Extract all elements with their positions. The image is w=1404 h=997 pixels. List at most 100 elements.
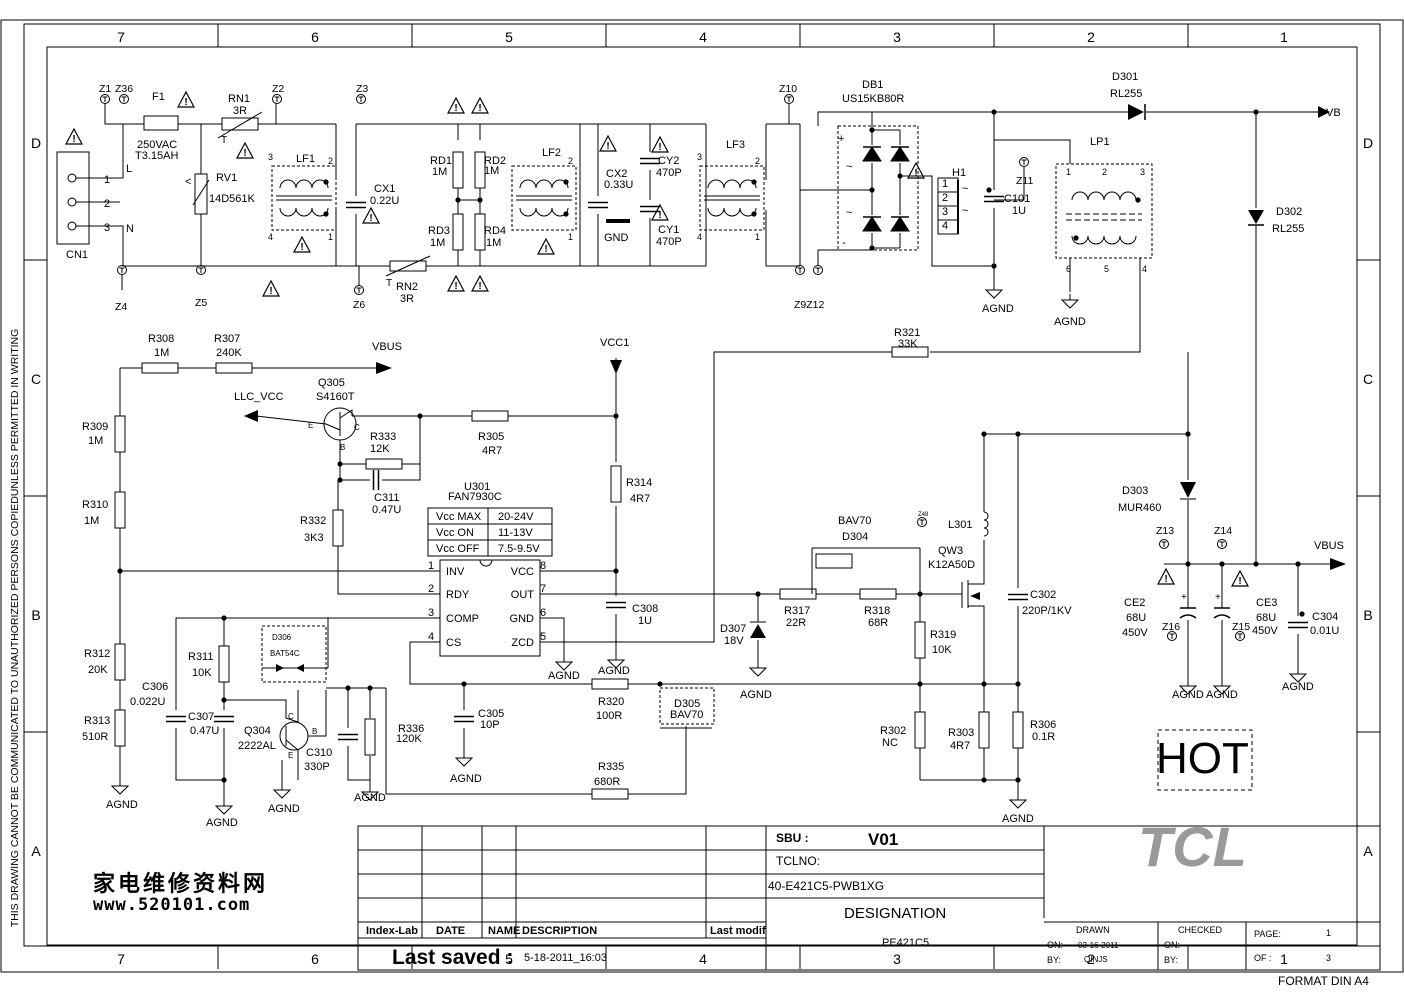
label-f1-val: T3.15AH — [135, 150, 178, 162]
coil-turn — [1103, 191, 1121, 201]
junction — [221, 777, 227, 783]
label-plus: + — [838, 133, 844, 145]
wire — [285, 739, 299, 780]
sbu-value: V01 — [868, 830, 898, 849]
ground-agnd — [985, 283, 1003, 299]
capacitor-c307 — [213, 715, 235, 723]
label-ce2: CE2 — [1124, 597, 1145, 609]
cn1-pin — [67, 197, 77, 207]
label-rd3-val: 1M — [430, 237, 445, 249]
warning-icon — [651, 204, 669, 222]
test-point-z36 — [119, 94, 129, 104]
label-pin1: 1 — [104, 174, 110, 186]
label-c304-val: 0.01U — [1310, 625, 1339, 637]
test-point-z9 — [795, 265, 805, 275]
label-z15: Z15 — [1232, 621, 1250, 633]
wire — [817, 111, 994, 126]
spec-cell: Vcc MAX — [436, 511, 482, 523]
junction — [991, 263, 997, 269]
schematic-marks — [0, 19, 1404, 973]
label-z36: Z36 — [115, 83, 133, 95]
label-ce3: CE3 — [1256, 597, 1277, 609]
wire — [224, 617, 329, 668]
warning-icon — [651, 136, 669, 154]
label-lf1-4: 4 — [268, 232, 273, 242]
label-rd4-val: 1M — [486, 237, 501, 249]
label-q4-c: C — [288, 712, 294, 721]
label-cy2: CY2 — [658, 155, 679, 167]
winding-dot — [323, 179, 329, 185]
test-point-z4 — [117, 265, 127, 275]
winding-dot — [1073, 235, 1079, 241]
wire — [175, 617, 440, 710]
polarity-dot — [1299, 611, 1305, 617]
label-agnd-j: AGND — [450, 773, 482, 785]
label-c311: C311 — [374, 492, 399, 504]
page-value: 1 — [1326, 928, 1331, 938]
resistor-rd1 — [452, 151, 464, 189]
label-r336: R336 — [398, 723, 424, 735]
label-r311: R311 — [188, 651, 213, 663]
wire — [120, 124, 124, 179]
resistor-r309 — [114, 415, 126, 453]
label-z9z12: Z9Z12 — [794, 299, 825, 311]
coil-turn — [1119, 191, 1137, 201]
diode-d306 — [261, 625, 327, 683]
label-q304-val: 2222AL — [238, 740, 276, 752]
warning-icon — [1231, 570, 1249, 588]
column-label: 6 — [311, 29, 319, 45]
coil-turn — [551, 179, 569, 189]
label-cy2-val: 470P — [656, 167, 682, 179]
label-r312: R312 — [84, 648, 110, 660]
row-label: D — [1363, 135, 1373, 151]
ic-pin-name: OUT — [511, 589, 535, 601]
wire — [255, 415, 341, 431]
capacitor-c101 — [983, 195, 1005, 203]
coil-turn — [723, 207, 741, 217]
label-u301-val: FAN7930C — [448, 491, 502, 503]
label-c305: C305 — [478, 708, 504, 720]
label-rn1-t: T — [221, 135, 227, 146]
inductor-l301 — [983, 519, 989, 529]
label-r303-val: 4R7 — [950, 740, 970, 752]
test-point-z12 — [813, 265, 823, 275]
label-agnd-e: AGND — [598, 665, 630, 677]
label-c308: C308 — [632, 603, 658, 615]
capacitor-c302 — [1007, 593, 1029, 601]
label-r303: R303 — [948, 727, 974, 739]
wire — [382, 464, 421, 481]
label-n: N — [126, 223, 134, 235]
label-gnd: GND — [604, 232, 629, 244]
gnd-plate — [606, 219, 630, 223]
zener-d307 — [750, 624, 766, 638]
label-pin3: 3 — [104, 222, 110, 234]
rev-header: DATE — [436, 925, 465, 937]
label-hot: HOT — [1156, 734, 1249, 783]
resistor-rd3 — [452, 213, 464, 251]
rev-header: Index-Lab — [366, 925, 418, 937]
label-c307: C307 — [188, 711, 214, 723]
capacitor-cx2 — [587, 201, 609, 209]
label-r307: R307 — [214, 333, 240, 345]
ground-agnd — [111, 779, 129, 795]
warning-icon — [599, 135, 617, 153]
warning-icon — [907, 162, 925, 180]
polarity-dot — [986, 187, 992, 193]
label-r319: R319 — [930, 629, 956, 641]
cn1-pin — [67, 173, 77, 183]
bridge-diode — [862, 146, 882, 162]
resistor-r313 — [114, 709, 126, 747]
column-label: 7 — [117, 951, 125, 967]
label-lf3-2: 2 — [755, 156, 760, 166]
label-r302: R302 — [880, 725, 906, 737]
test-point-z3 — [356, 94, 366, 104]
label-tilde: ~ — [846, 207, 852, 219]
junction — [337, 461, 343, 467]
column-label: 4 — [699, 951, 707, 967]
label-r310: R310 — [82, 499, 108, 511]
coil-turn — [1071, 191, 1089, 201]
label-r309: R309 — [82, 421, 108, 433]
capacitor-c308 — [605, 601, 627, 609]
fuse-f1 — [143, 115, 179, 131]
drawn-on: 03-16-2011 — [1078, 941, 1119, 950]
